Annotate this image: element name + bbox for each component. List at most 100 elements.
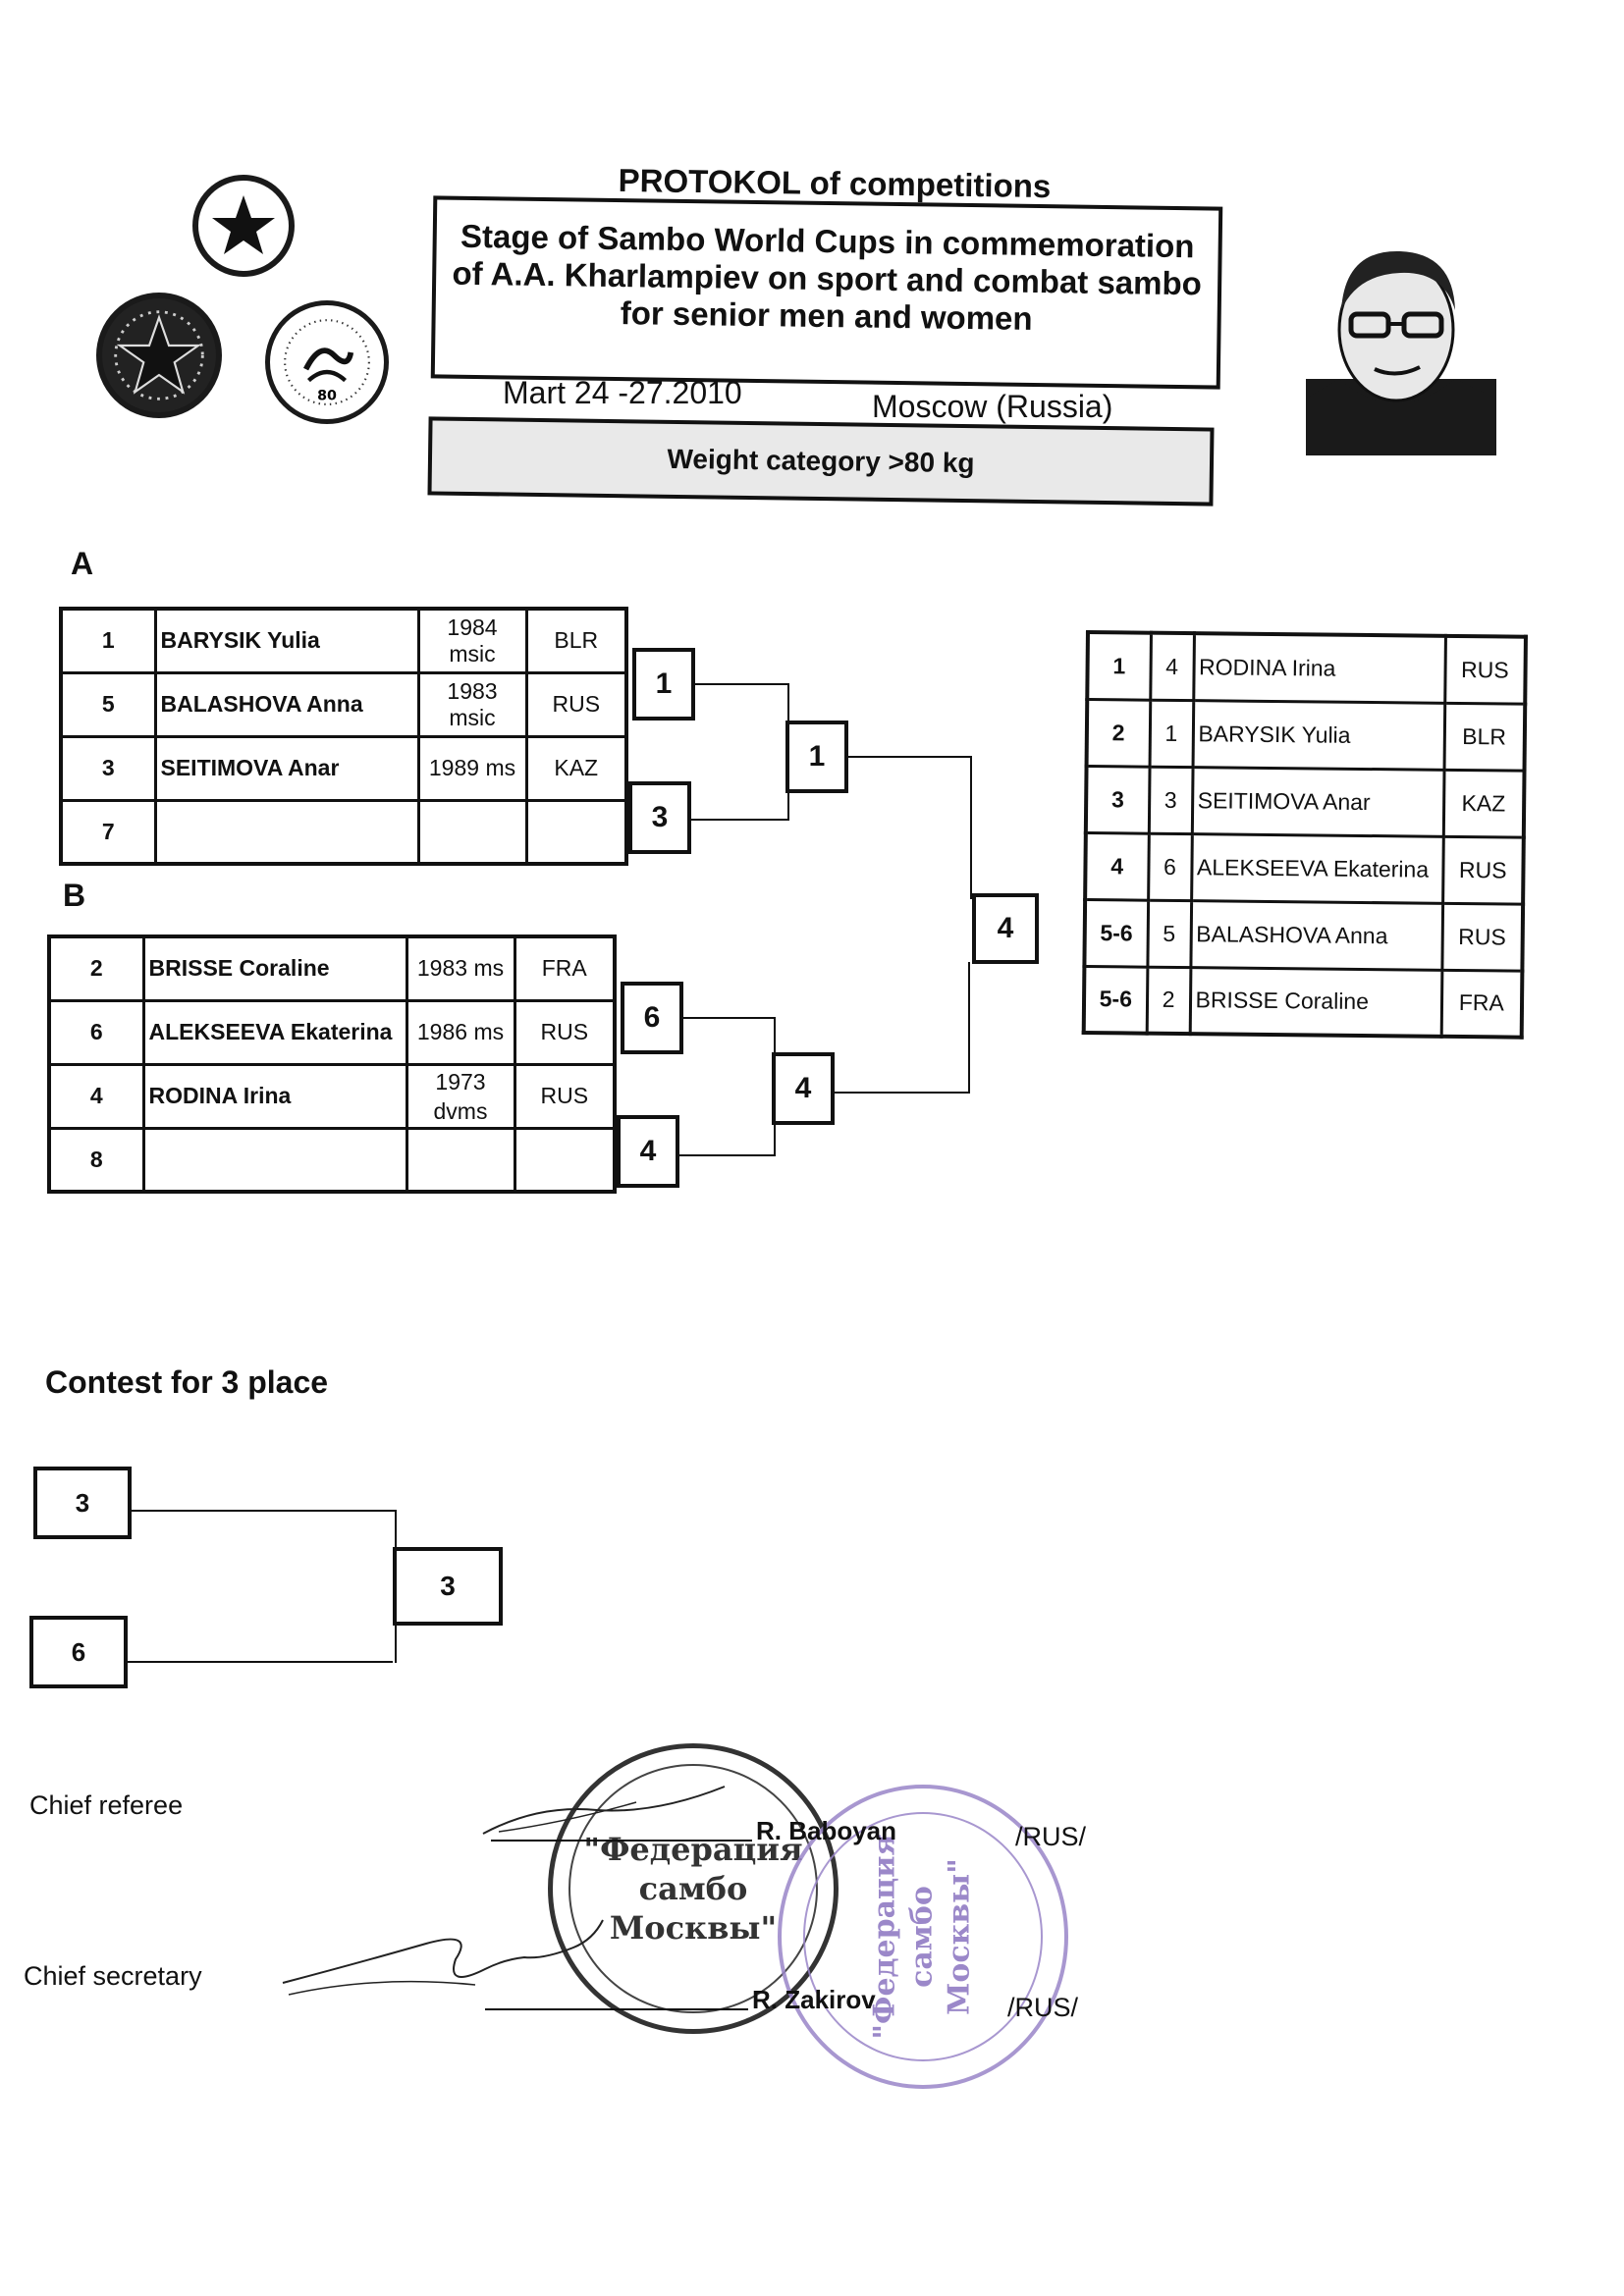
bracket-line (835, 1092, 970, 1094)
place-cell: 1 (1087, 632, 1151, 700)
seed-cell: 5 (1147, 899, 1192, 968)
table-row: 6 ALEKSEEVA Ekaterina 1986 ms RUS (47, 998, 617, 1066)
year-cell: 1984 msic (416, 607, 528, 674)
seed-cell: 4 (1150, 632, 1194, 701)
chief-secretary-label: Chief secretary (24, 1961, 202, 1991)
anniversary-emblem-logo: 80 (265, 300, 389, 424)
weight-category-box: Weight category >80 kg (427, 416, 1215, 507)
third-place-winner-box: 3 (393, 1547, 503, 1626)
table-row: 5-6 2 BRISSE Coraline FRA (1083, 966, 1523, 1038)
chief-referee-label: Chief referee (29, 1790, 184, 1820)
seed-cell: 5 (59, 670, 157, 738)
seed-cell: 1 (59, 607, 157, 674)
year-cell (416, 798, 528, 866)
country-cell: RUS (524, 670, 628, 738)
name-cell: BRISSE Coraline (141, 934, 408, 1002)
year-cell: 1986 ms (405, 998, 516, 1066)
country-cell: KAZ (524, 734, 628, 802)
year-cell (405, 1126, 516, 1194)
country-cell: RUS (1442, 835, 1524, 904)
star-emblem-logo (96, 293, 222, 418)
year-cell: 1983 ms (405, 934, 516, 1002)
name-cell (153, 798, 420, 866)
seed-cell: 8 (47, 1126, 145, 1194)
chief-secretary-name: R. Zakirov (752, 1985, 876, 2014)
bracket-a-round1-bottom: 3 (628, 781, 691, 854)
group-a-table: 1 BARYSIK Yulia 1984 msic BLR 5 BALASHOV… (59, 607, 628, 866)
bracket-line (691, 819, 789, 821)
group-a-label: A (71, 546, 94, 581)
country-cell (524, 798, 628, 866)
chief-secretary-country: /RUS/ (1007, 1993, 1079, 2022)
group-b-table: 2 BRISSE Coraline 1983 ms FRA 6 ALEKSEEV… (47, 934, 617, 1194)
name-cell: ALEKSEEVA Ekaterina (141, 998, 408, 1066)
secretary-signature (282, 1919, 604, 1996)
sambo-federation-logo (192, 175, 295, 277)
third-place-top-box: 3 (33, 1467, 132, 1539)
seed-cell: 3 (59, 734, 157, 802)
bracket-line (968, 962, 970, 1094)
name-cell: BARYSIK Yulia (153, 607, 420, 674)
signature-line (491, 1840, 752, 1842)
competition-place: Moscow (Russia) (872, 389, 1113, 424)
bracket-a-final: 1 (785, 721, 848, 793)
place-cell: 4 (1085, 832, 1149, 900)
stamp-text: "Федерация (583, 1831, 803, 1868)
country-cell: FRA (513, 934, 617, 1002)
table-row: 2 1 BARYSIK Yulia BLR (1086, 699, 1526, 771)
country-cell: BLR (1443, 702, 1526, 771)
place-cell: 5-6 (1083, 966, 1148, 1034)
bracket-line (848, 756, 972, 758)
table-row: 1 4 RODINA Irina RUS (1087, 632, 1526, 704)
name-cell: ALEKSEEVA Ekaterina (1191, 833, 1443, 903)
seed-cell: 3 (1148, 766, 1193, 834)
bracket-line (679, 1154, 776, 1156)
table-row: 4 RODINA Irina 1973 dvms RUS (47, 1062, 617, 1130)
svg-text:80: 80 (317, 389, 337, 404)
stamp-text: самбо (904, 1886, 940, 1988)
place-cell: 2 (1086, 699, 1151, 767)
final-winner-box: 4 (972, 893, 1039, 964)
name-cell (141, 1126, 408, 1194)
table-row: 3 SEITIMOVA Anar 1989 ms KAZ (59, 734, 628, 802)
table-row: 3 3 SEITIMOVA Anar KAZ (1085, 766, 1525, 837)
seed-cell: 1 (1149, 699, 1194, 768)
table-row: 2 BRISSE Coraline 1983 ms FRA (47, 934, 617, 1002)
table-row: 1 BARYSIK Yulia 1984 msic BLR (59, 607, 628, 674)
signature-line (485, 2008, 748, 2010)
name-cell: BALASHOVA Anna (1190, 900, 1443, 970)
bracket-line (132, 1510, 397, 1512)
referee-signature (482, 1786, 726, 1835)
bracket-line (695, 683, 789, 685)
name-cell: BARYSIK Yulia (1192, 700, 1445, 770)
name-cell: RODINA Irina (141, 1062, 408, 1130)
name-cell: BALASHOVA Anna (153, 670, 420, 738)
bracket-b-round1-top: 6 (621, 982, 683, 1054)
seed-cell: 4 (47, 1062, 145, 1130)
country-cell: KAZ (1442, 769, 1525, 837)
competition-dates: Mart 24 -27.2010 (503, 375, 742, 410)
bracket-line (970, 756, 972, 899)
country-cell: RUS (1441, 902, 1524, 971)
seed-cell: 6 (1148, 832, 1192, 901)
country-cell: FRA (1440, 969, 1523, 1038)
name-cell: RODINA Irina (1193, 633, 1445, 703)
table-row: 8 (47, 1126, 617, 1194)
name-cell: BRISSE Coraline (1189, 967, 1442, 1037)
bracket-line (683, 1017, 776, 1019)
country-cell: RUS (1444, 635, 1526, 704)
country-cell: RUS (513, 1062, 617, 1130)
year-cell: 1973 dvms (405, 1062, 516, 1130)
table-row: 4 6 ALEKSEEVA Ekaterina RUS (1085, 832, 1524, 904)
bracket-line (128, 1661, 393, 1663)
table-row: 5-6 5 BALASHOVA Anna RUS (1084, 899, 1524, 971)
year-cell: 1989 ms (416, 734, 528, 802)
seed-cell: 7 (59, 798, 157, 866)
seed-cell: 2 (47, 934, 145, 1002)
chief-referee-country: /RUS/ (1015, 1822, 1087, 1851)
third-place-title: Contest for 3 place (45, 1364, 329, 1400)
bracket-b-final: 4 (772, 1052, 835, 1125)
bracket-a-round1-top: 1 (632, 648, 695, 721)
results-table: 1 4 RODINA Irina RUS 2 1 BARYSIK Yulia B… (1081, 630, 1528, 1040)
stamp-text: Москвы" (942, 1858, 977, 2015)
